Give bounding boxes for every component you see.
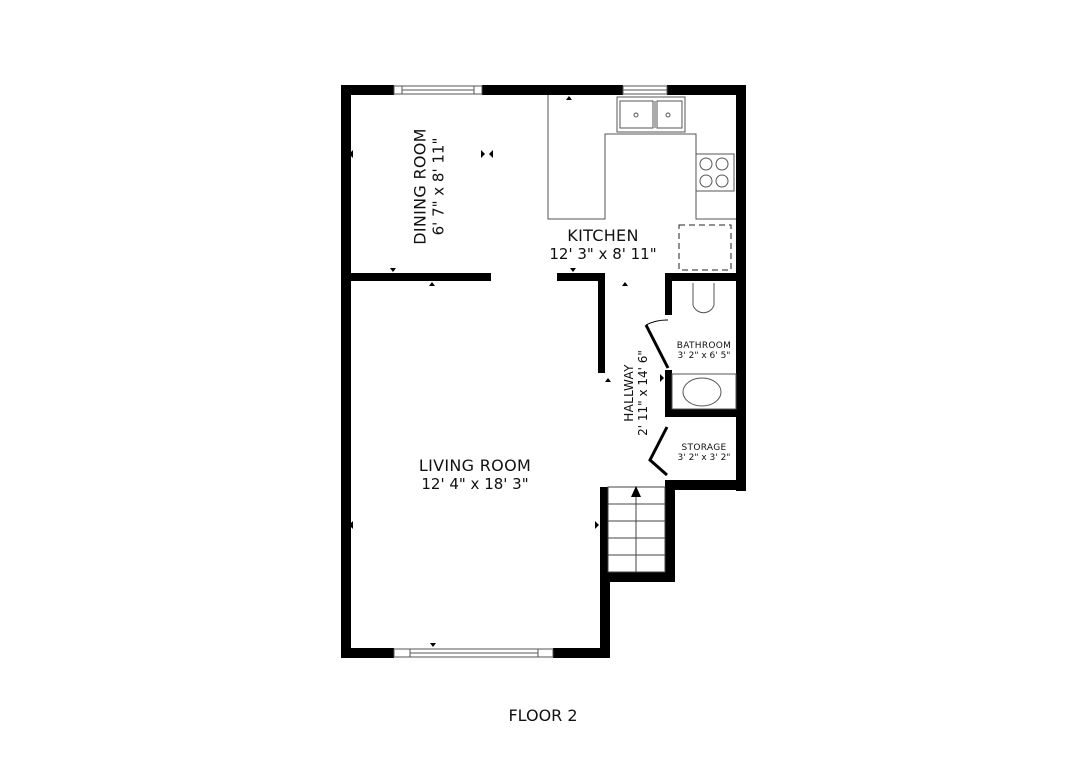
- room-name: DINING ROOM: [410, 128, 430, 245]
- room-storage: STORAGE 3' 2" x 3' 2": [672, 443, 736, 463]
- doors: [644, 319, 670, 477]
- room-bathroom: BATHROOM 3' 2" x 6' 5": [672, 341, 736, 361]
- room-hallway: HALLWAY 2' 11" x 14' 6": [622, 333, 650, 453]
- windows: [393, 85, 668, 658]
- room-name: BATHROOM: [676, 341, 732, 351]
- bathroom-fixtures: [671, 283, 737, 410]
- room-dimensions: 12' 4" x 18' 3": [421, 475, 529, 493]
- dimension-markers: [349, 96, 664, 647]
- room-dimensions: 12' 3" x 8' 11": [549, 245, 657, 263]
- room-name: STORAGE: [681, 443, 727, 453]
- room-name: HALLWAY: [622, 364, 636, 422]
- room-kitchen: KITCHEN 12' 3" x 8' 11": [533, 226, 673, 263]
- room-name: KITCHEN: [567, 226, 639, 245]
- room-living-room: LIVING ROOM 12' 4" x 18' 3": [395, 456, 555, 493]
- room-name: LIVING ROOM: [418, 456, 532, 475]
- walls: [341, 85, 746, 658]
- room-dimensions: 3' 2" x 6' 5": [677, 351, 731, 361]
- room-dimensions: 3' 2" x 3' 2": [677, 453, 731, 463]
- kitchen-fixtures: [547, 95, 736, 271]
- room-dimensions: 6' 7" x 8' 11": [429, 137, 448, 236]
- stairs[interactable]: [607, 486, 666, 573]
- floor-label: FLOOR 2: [508, 706, 578, 725]
- room-dining-room: DINING ROOM 6' 7" x 8' 11": [411, 107, 448, 267]
- room-dimensions: 2' 11" x 14' 6": [636, 350, 650, 436]
